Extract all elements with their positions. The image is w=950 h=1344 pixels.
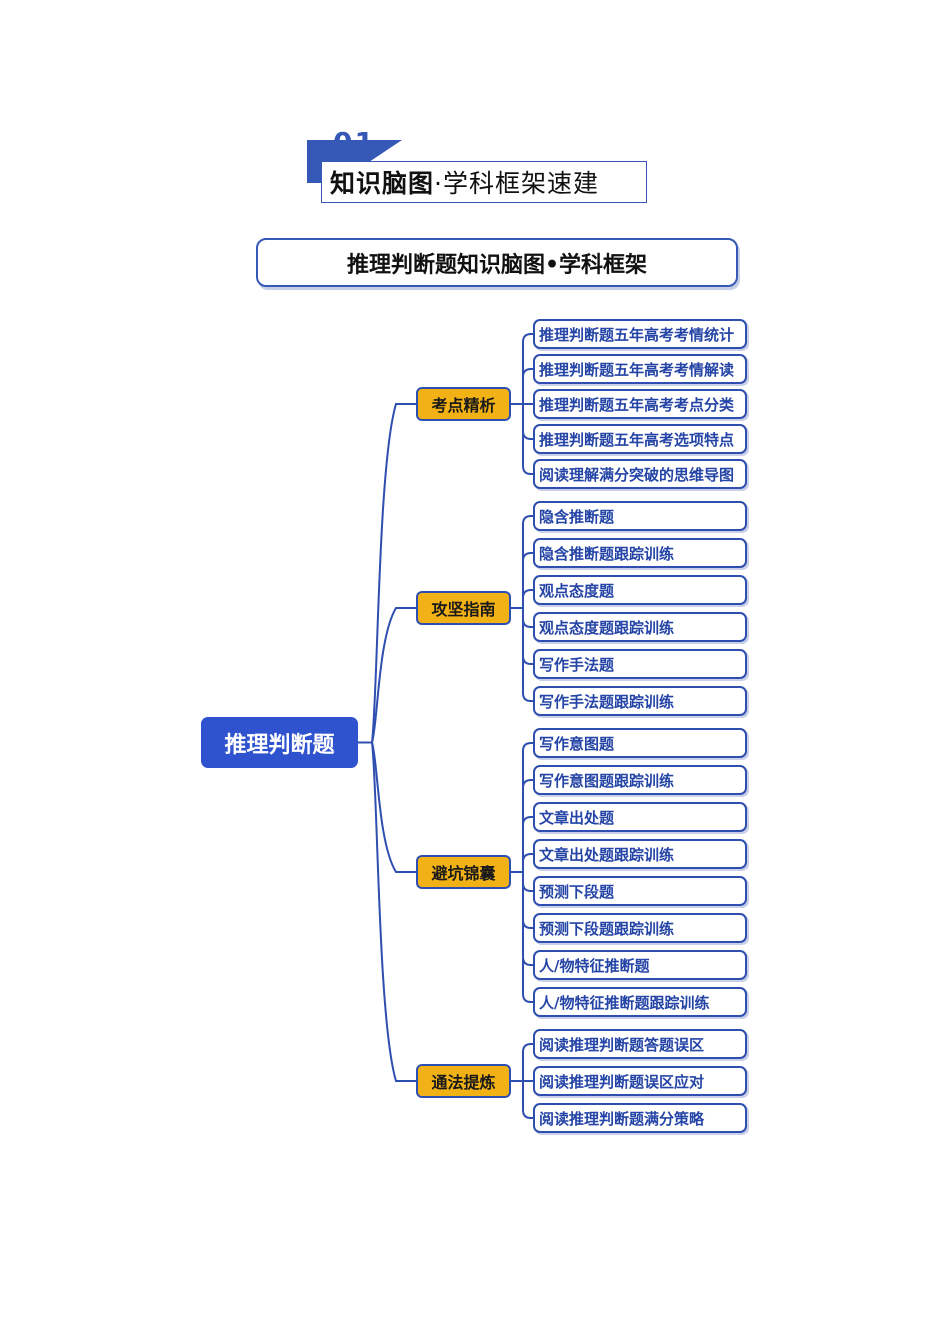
branch-node-2: 攻坚指南 xyxy=(416,591,511,625)
leaf-node: 文章出处题 xyxy=(533,802,747,832)
leaf-connector-2-5 xyxy=(522,608,533,665)
section-left-bar-decoration xyxy=(307,163,321,183)
leaf-node: 写作手法题 xyxy=(533,649,747,679)
leaf-connector-3-7 xyxy=(522,872,533,966)
leaf-node: 阅读推理判断题误区应对 xyxy=(533,1066,747,1096)
leaf-connector-3-3 xyxy=(522,816,533,872)
leaf-node: 文章出处题跟踪训练 xyxy=(533,839,747,869)
leaf-connector-2-6 xyxy=(522,608,533,702)
leaf-node: 阅读推理判断题满分策略 xyxy=(533,1103,747,1133)
mindmap-banner: 推理判断题知识脑图•学科框架 xyxy=(256,238,738,287)
leaf-connector-1-2 xyxy=(522,368,533,404)
branch-connector-3 xyxy=(371,742,416,873)
leaf-connector-3-4 xyxy=(522,853,533,872)
leaf-connector-1-4 xyxy=(522,404,533,440)
leaf-node: 隐含推断题跟踪训练 xyxy=(533,538,747,568)
leaf-node: 推理判断题五年高考考点分类 xyxy=(533,389,747,419)
leaf-node: 隐含推断题 xyxy=(533,501,747,531)
leaf-connector-1-5 xyxy=(522,404,533,475)
branch-node-1: 考点精析 xyxy=(416,387,511,421)
leaf-node: 写作意图题 xyxy=(533,728,747,758)
leaf-connector-2-2 xyxy=(522,552,533,608)
leaf-node: 推理判断题五年高考考情统计 xyxy=(533,319,747,349)
section-title-rest: ·学科框架速建 xyxy=(434,169,599,198)
leaf-node: 推理判断题五年高考考情解读 xyxy=(533,354,747,384)
branch-connector-4 xyxy=(371,742,416,1082)
leaf-node: 阅读理解满分突破的思维导图 xyxy=(533,459,747,489)
leaf-node: 人/物特征推断题 xyxy=(533,950,747,980)
section-title-box: 知识脑图·学科框架速建 xyxy=(321,161,647,203)
branch-node-4: 通法提炼 xyxy=(416,1064,511,1098)
leaf-node: 预测下段题 xyxy=(533,876,747,906)
leaf-node: 推理判断题五年高考选项特点 xyxy=(533,424,747,454)
leaf-connector-3-8 xyxy=(522,872,533,1003)
leaf-connector-3-6 xyxy=(522,872,533,929)
leaf-connector-2-1 xyxy=(522,515,533,608)
leaf-connector-2-3 xyxy=(522,589,533,608)
leaf-connector-3-2 xyxy=(522,779,533,872)
section-number: 01 xyxy=(333,126,376,159)
leaf-node: 观点态度题 xyxy=(533,575,747,605)
branch-connector-2 xyxy=(371,607,416,743)
root-node: 推理判断题 xyxy=(201,717,358,768)
leaf-node: 阅读推理判断题答题误区 xyxy=(533,1029,747,1059)
leaf-connector-2-4 xyxy=(522,608,533,628)
leaf-connector-1-1 xyxy=(522,333,533,404)
leaf-node: 写作意图题跟踪训练 xyxy=(533,765,747,795)
leaf-node: 预测下段题跟踪训练 xyxy=(533,913,747,943)
leaf-node: 写作手法题跟踪训练 xyxy=(533,686,747,716)
leaf-connector-4-3 xyxy=(522,1081,533,1119)
leaf-connector-4-1 xyxy=(522,1043,533,1081)
section-tab-decoration xyxy=(307,140,367,164)
branch-node-3: 避坑锦囊 xyxy=(416,855,511,889)
leaf-connector-3-1 xyxy=(522,742,533,872)
branch-connector-1 xyxy=(371,403,416,743)
leaf-node: 人/物特征推断题跟踪训练 xyxy=(533,987,747,1017)
section-title-bold: 知识脑图 xyxy=(330,169,435,198)
leaf-node: 观点态度题跟踪训练 xyxy=(533,612,747,642)
leaf-connector-3-5 xyxy=(522,872,533,892)
